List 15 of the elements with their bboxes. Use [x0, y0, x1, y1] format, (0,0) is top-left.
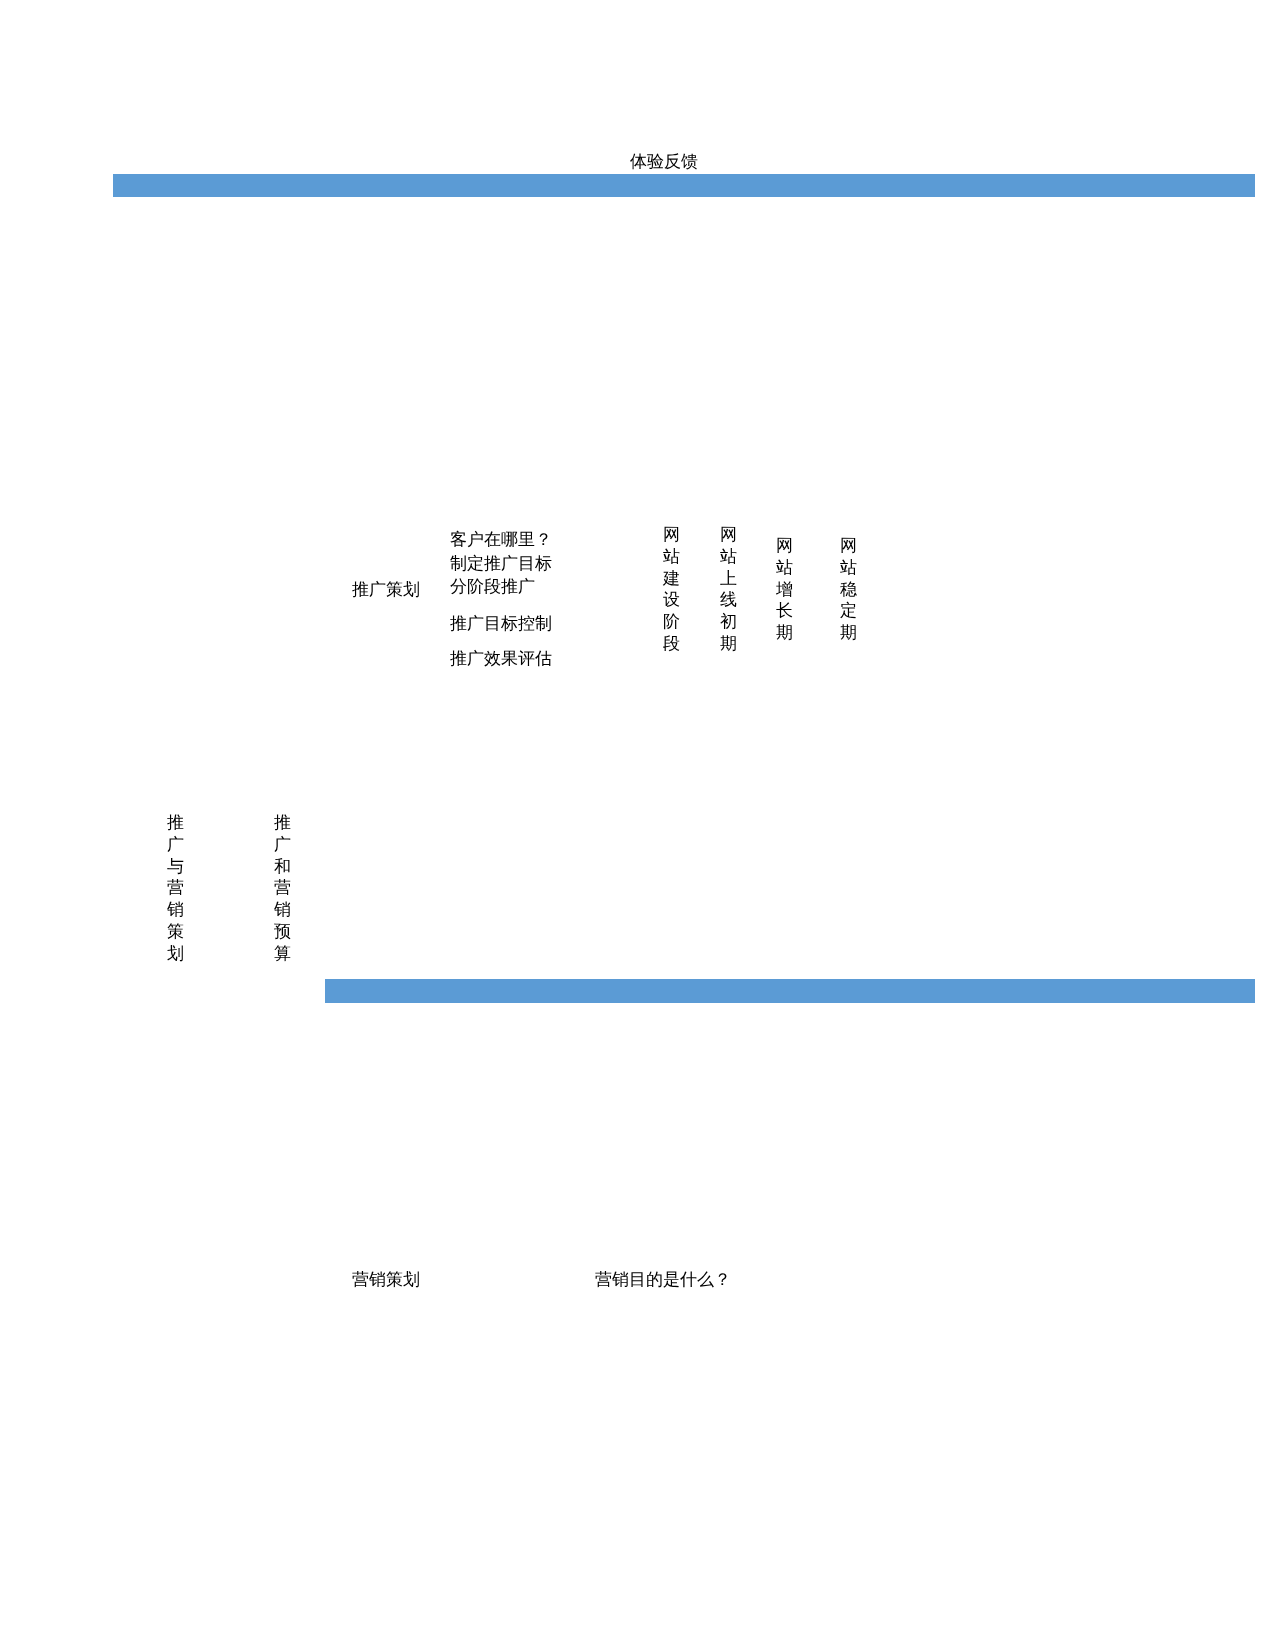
side-label: 推广与营销策划 — [166, 811, 184, 965]
question-label: 营销目的是什么？ — [595, 1268, 731, 1290]
side-label: 推广和营销预算 — [273, 811, 291, 965]
section-label: 推广策划 — [352, 578, 420, 600]
list-item: 推广效果评估 — [450, 647, 552, 669]
list-item: 推广目标控制 — [450, 612, 552, 634]
stage-label: 网站建设阶段 — [662, 523, 680, 655]
stage-label: 网站增长期 — [775, 534, 793, 644]
section-label: 营销策划 — [352, 1268, 420, 1290]
band-heading: 体验反馈 — [630, 150, 698, 172]
list-item: 制定推广目标 — [450, 552, 552, 574]
list-item: 客户在哪里？ — [450, 528, 552, 550]
stage-label: 网站上线初期 — [719, 523, 737, 655]
list-item: 分阶段推广 — [450, 575, 535, 597]
stage-label: 网站稳定期 — [839, 534, 857, 644]
